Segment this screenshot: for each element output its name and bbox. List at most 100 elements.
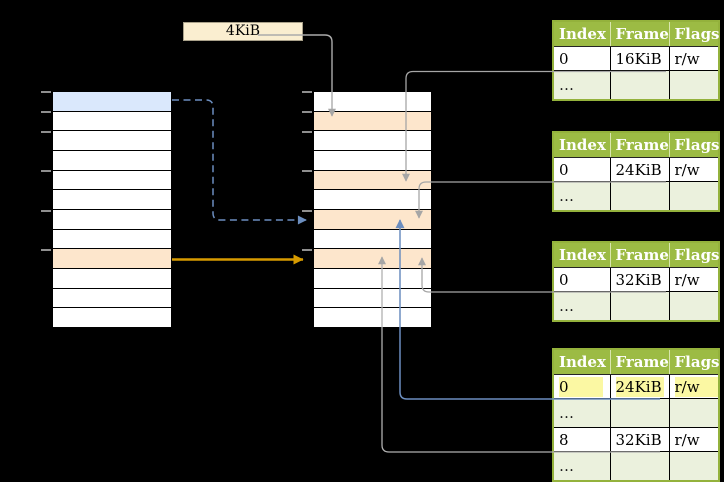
- memory-row-11: [53, 307, 171, 328]
- physical-memory-column: [302, 91, 432, 328]
- frame-cell: [609, 181, 670, 212]
- frame-cell: 32KiB: [609, 427, 670, 452]
- index-cell: …: [552, 181, 611, 212]
- memory-row-11: [314, 307, 431, 328]
- index-cell: 0: [552, 267, 611, 292]
- index-cell: 0: [552, 46, 611, 71]
- memory-row-5: [314, 189, 431, 210]
- table-row: 0 24KiB r/w: [552, 374, 720, 399]
- address-tick: [41, 130, 51, 133]
- memory-row-10: [314, 287, 431, 308]
- address-tick: [302, 91, 312, 93]
- table-row: …: [552, 398, 720, 428]
- address-tick: [41, 170, 51, 172]
- highlighted-value: 0: [559, 376, 603, 397]
- page-size-label: 4KiB: [225, 23, 261, 39]
- header-frame: Frame: [609, 21, 669, 47]
- highlighted-value: r/w: [674, 376, 718, 397]
- frame-cell: [609, 70, 670, 101]
- table-row: …: [552, 181, 720, 212]
- frame-cell: 32KiB: [609, 267, 670, 292]
- address-tick: [41, 91, 51, 93]
- index-cell: …: [552, 70, 611, 101]
- page-size-label-box: 4KiB: [183, 22, 303, 41]
- memory-row-8: [314, 248, 431, 269]
- memory-row-4: [53, 169, 171, 190]
- flags-cell: r/w: [668, 46, 720, 71]
- frame-cell: [609, 451, 670, 482]
- frame-cell: [609, 398, 670, 428]
- index-cell: 8: [552, 427, 611, 452]
- memory-row-5: [53, 189, 171, 210]
- index-cell: …: [552, 451, 611, 482]
- address-tick: [41, 249, 51, 251]
- flags-cell: r/w: [668, 157, 720, 182]
- frame-cell: 16KiB: [609, 46, 670, 71]
- header-flags: Flags: [668, 21, 720, 47]
- flags-cell: [668, 70, 720, 101]
- address-tick: [302, 110, 312, 113]
- address-tick: [302, 170, 312, 172]
- memory-row-8: [53, 248, 171, 269]
- flags-cell: r/w: [668, 427, 720, 452]
- memory-row-9: [314, 268, 431, 288]
- header-index: Index: [553, 349, 610, 375]
- header-flags: Flags: [668, 132, 720, 158]
- table-row: …: [552, 291, 720, 322]
- memory-row-6: [53, 209, 171, 229]
- address-tick: [302, 209, 312, 212]
- address-tick: [41, 209, 51, 212]
- memory-row-9: [53, 268, 171, 288]
- flags-cell: [668, 451, 720, 482]
- header-index: Index: [553, 132, 610, 158]
- flags-cell: [668, 181, 720, 212]
- memory-row-4: [314, 169, 431, 190]
- index-cell: …: [552, 398, 611, 428]
- header-flags: Flags: [668, 242, 720, 268]
- header-frame: Frame: [609, 242, 669, 268]
- header-index: Index: [553, 21, 610, 47]
- virtual-memory-column: [41, 91, 172, 328]
- memory-row-3: [314, 150, 431, 170]
- header-flags: Flags: [668, 349, 720, 375]
- memory-row-2: [53, 130, 171, 151]
- memory-row-0: [53, 92, 171, 111]
- flags-cell: r/w: [668, 267, 720, 292]
- memory-row-7: [314, 228, 431, 249]
- index-cell: 0: [552, 157, 611, 182]
- memory-row-7: [53, 228, 171, 249]
- memory-row-3: [53, 150, 171, 170]
- memory-row-10: [53, 287, 171, 308]
- address-tick: [41, 110, 51, 113]
- memory-row-1: [53, 110, 171, 131]
- table-row: …: [552, 451, 720, 482]
- highlighted-value: 24KiB: [615, 376, 664, 397]
- index-cell: 0: [552, 374, 611, 399]
- address-tick: [302, 249, 312, 251]
- frame-cell: 24KiB: [609, 374, 670, 399]
- memory-row-0: [314, 92, 431, 111]
- memory-row-6: [314, 209, 431, 229]
- flags-cell: [668, 398, 720, 428]
- header-frame: Frame: [609, 349, 669, 375]
- memory-row-2: [314, 130, 431, 151]
- memory-row-1: [314, 110, 431, 131]
- flags-cell: r/w: [668, 374, 720, 399]
- frame-cell: [609, 291, 670, 322]
- arrow-virtual-page-translation-dashed: [172, 99, 307, 225]
- table-row: …: [552, 70, 720, 101]
- index-cell: …: [552, 291, 611, 322]
